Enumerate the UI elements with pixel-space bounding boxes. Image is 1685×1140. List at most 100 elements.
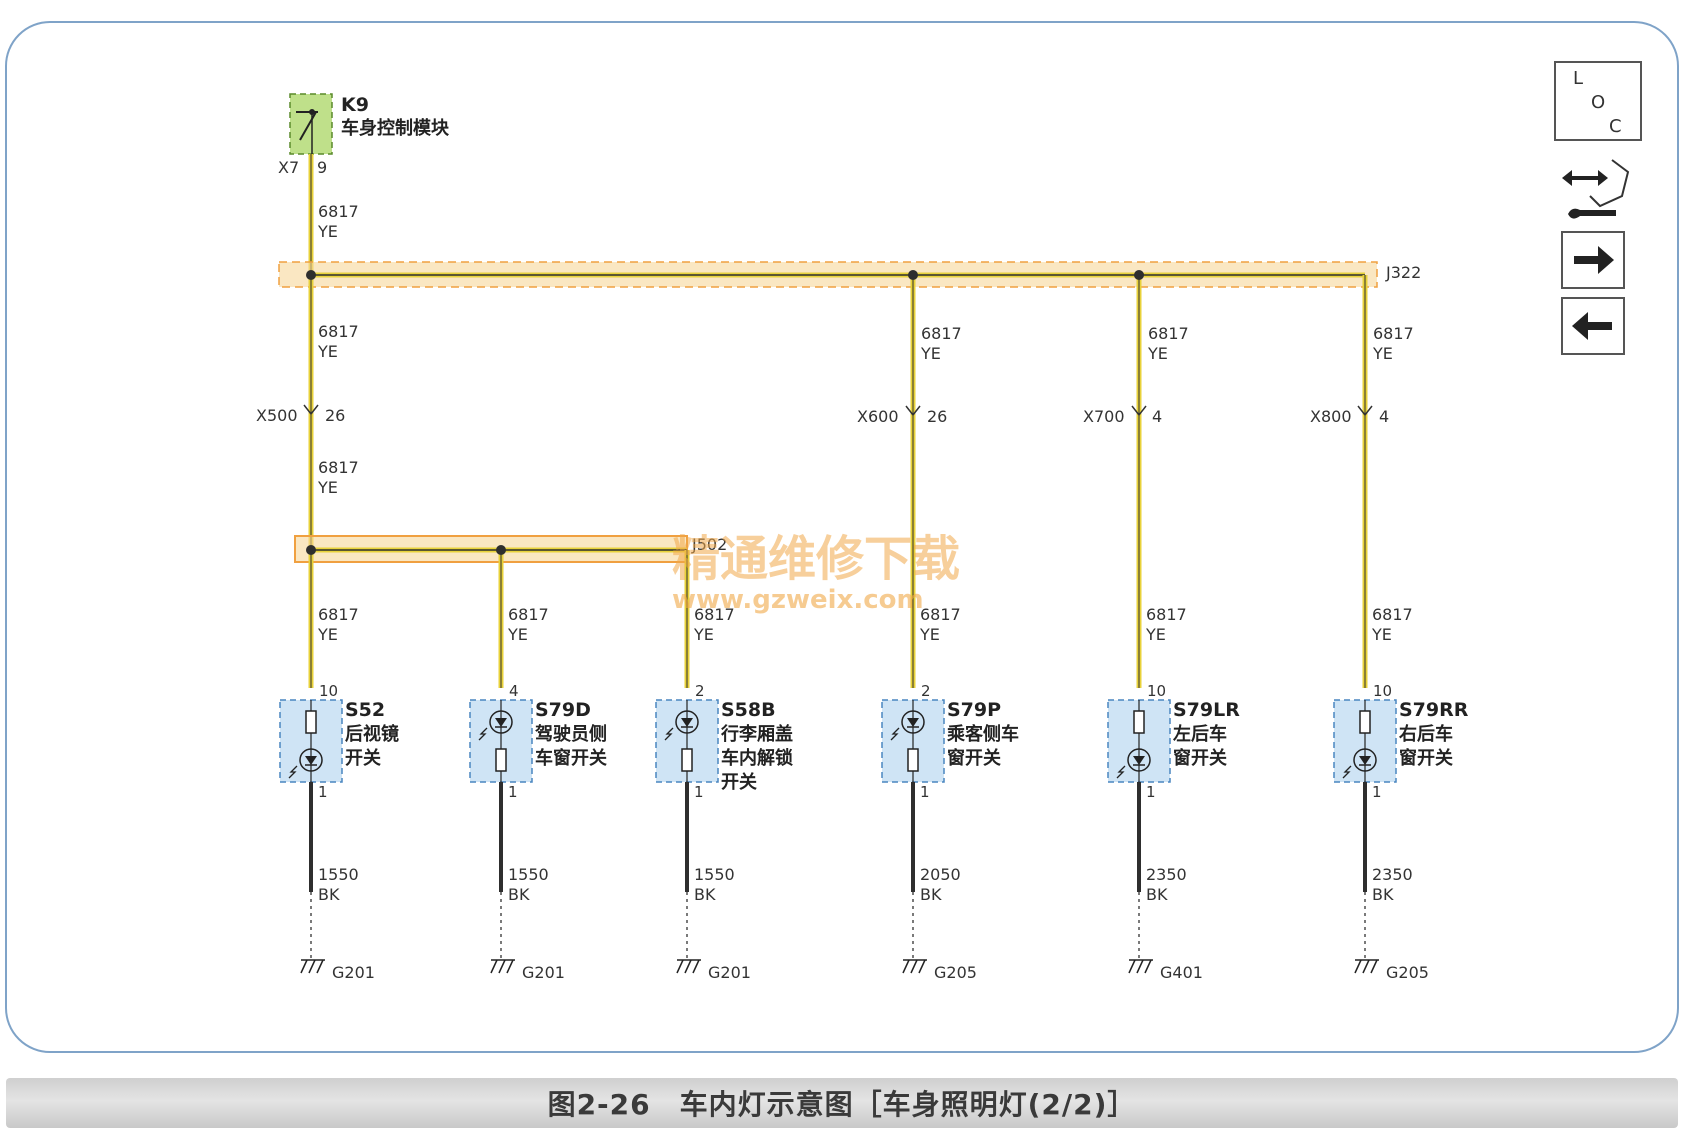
wire-k9-color: YE [317, 222, 338, 241]
branch-s79d [469, 699, 533, 974]
switch-id-s79rr: S79RR [1399, 699, 1469, 721]
ground-icon [490, 959, 515, 974]
switch-s79d [469, 699, 533, 783]
wire-code-x700-top: 6817 [1148, 324, 1189, 343]
svg-text:26: 26 [325, 406, 345, 425]
switch-label-s79p-2: 窗开关 [947, 747, 1001, 769]
loc-icon[interactable]: L O C [1554, 61, 1642, 141]
wire-k9-code: 6817 [318, 202, 359, 221]
wire-color-x700-top: YE [1147, 344, 1168, 363]
switch-label-s79d-1: 驾驶员侧 [535, 723, 607, 745]
k9-connector: X7 [278, 158, 299, 177]
svg-text:C: C [1609, 116, 1622, 137]
wire-out-color-s58b: BK [694, 885, 716, 904]
switch-branches: 6817YE10S52后视镜开关11550BKG2016817YE4S79D驾驶… [279, 605, 1469, 982]
ground-label-s79d: G201 [522, 963, 565, 982]
wire-out-color-s79p: BK [920, 885, 942, 904]
pin-bottom-s58b: 1 [694, 783, 704, 801]
pin-top-s52: 10 [319, 682, 338, 700]
inline-connector-x500: X500 26 [256, 404, 345, 425]
sidebar-nav: L O C [1554, 61, 1642, 355]
switch-label-s79p-1: 乘客侧车 [946, 723, 1019, 745]
branch-s79rr [1333, 699, 1397, 974]
ground-icon [676, 959, 701, 974]
svg-text:L: L [1573, 68, 1583, 89]
pin-bottom-s79lr: 1 [1146, 783, 1156, 801]
k9-name: 车身控制模块 [341, 117, 450, 139]
wire-code-x800-top: 6817 [1373, 324, 1414, 343]
watermark-url: www.gzweix.com [672, 585, 924, 615]
wire-out-code-s79rr: 2350 [1372, 865, 1413, 884]
switch-id-s52: S52 [345, 699, 385, 721]
switch-s52 [279, 699, 343, 783]
next-arrow-icon[interactable] [1561, 231, 1625, 289]
svg-text:26: 26 [927, 407, 947, 426]
pin-top-s58b: 2 [695, 682, 705, 700]
wire-in-color-s79d: YE [507, 625, 528, 644]
switch-s79rr [1333, 699, 1397, 783]
switch-id-s79d: S79D [535, 699, 591, 721]
pin-top-s79rr: 10 [1373, 682, 1392, 700]
switch-label-s79rr-2: 窗开关 [1399, 747, 1453, 769]
wire-out-color-s52: BK [318, 885, 340, 904]
wire-in-color-s79lr: YE [1145, 625, 1166, 644]
wire-code-x600-top: 6817 [921, 324, 962, 343]
pin-bottom-s79rr: 1 [1372, 783, 1382, 801]
switch-label-s58b-2: 车内解锁 [721, 747, 793, 769]
switch-label-s79lr-1: 左后车 [1173, 723, 1227, 745]
switch-id-s58b: S58B [721, 699, 776, 721]
switch-label-s58b-3: 开关 [721, 771, 757, 793]
inline-connector-x800: X800 4 [1310, 405, 1389, 426]
wire-in-code-s79lr: 6817 [1146, 605, 1187, 624]
figure-caption: 图2-26 车内灯示意图［车身照明灯(2/2)］ [6, 1078, 1678, 1128]
branch-s79lr [1107, 699, 1171, 974]
inline-connector-x600: X600 26 [857, 405, 947, 426]
wire-in-code-s58b: 6817 [694, 605, 735, 624]
ground-icon [902, 959, 927, 974]
switch-label-s58b-1: 行李厢盖 [720, 723, 793, 745]
wire-out-color-s79d: BK [508, 885, 530, 904]
component-location-icon[interactable] [1562, 159, 1630, 219]
switch-label-s52-1: 后视镜 [345, 723, 399, 745]
wire-out-code-s79lr: 2350 [1146, 865, 1187, 884]
switch-label-s79rr-1: 右后车 [1399, 723, 1453, 745]
wire-out-color-s79lr: BK [1146, 885, 1168, 904]
wire-out-code-s58b: 1550 [694, 865, 735, 884]
branch-s58b [655, 699, 719, 974]
wire-in-color-s79p: YE [919, 625, 940, 644]
svg-text:X600: X600 [857, 407, 899, 426]
switch-s79p [881, 699, 945, 783]
prev-arrow-icon[interactable] [1561, 297, 1625, 355]
pin-bottom-s79d: 1 [508, 783, 518, 801]
wire-in-code-s52: 6817 [318, 605, 359, 624]
wire-color-x500-top: YE [317, 342, 338, 361]
svg-text:4: 4 [1152, 407, 1162, 426]
ground-label-s79rr: G205 [1386, 963, 1429, 982]
wire-in-color-s58b: YE [693, 625, 714, 644]
wire-in-code-s79rr: 6817 [1372, 605, 1413, 624]
switch-id-s79p: S79P [947, 699, 1001, 721]
wire-out-color-s79rr: BK [1372, 885, 1394, 904]
ground-icon [300, 959, 325, 974]
watermark-title: 精通维修下载 [672, 531, 960, 587]
switch-label-s79d-2: 车窗开关 [535, 747, 607, 769]
splice-j322-label: J322 [1385, 263, 1421, 282]
wire-code-x500-top: 6817 [318, 322, 359, 341]
ground-icon [1128, 959, 1153, 974]
switch-s58b [655, 699, 719, 783]
wire-in-color-s79rr: YE [1371, 625, 1392, 644]
switch-s79lr [1107, 699, 1171, 783]
pin-bottom-s79p: 1 [920, 783, 930, 801]
pin-top-s79lr: 10 [1147, 682, 1166, 700]
ground-label-s52: G201 [332, 963, 375, 982]
wire-out-code-s79p: 2050 [920, 865, 961, 884]
switch-id-s79lr: S79LR [1173, 699, 1240, 721]
wire-out-code-s52: 1550 [318, 865, 359, 884]
k9-module-box [289, 93, 333, 155]
splice-j502-label: J502 [691, 535, 727, 554]
inline-connector-x700: X700 4 [1083, 405, 1162, 426]
svg-text:O: O [1591, 92, 1605, 113]
k9-relay-symbol [296, 109, 318, 154]
pin-bottom-s52: 1 [318, 783, 328, 801]
